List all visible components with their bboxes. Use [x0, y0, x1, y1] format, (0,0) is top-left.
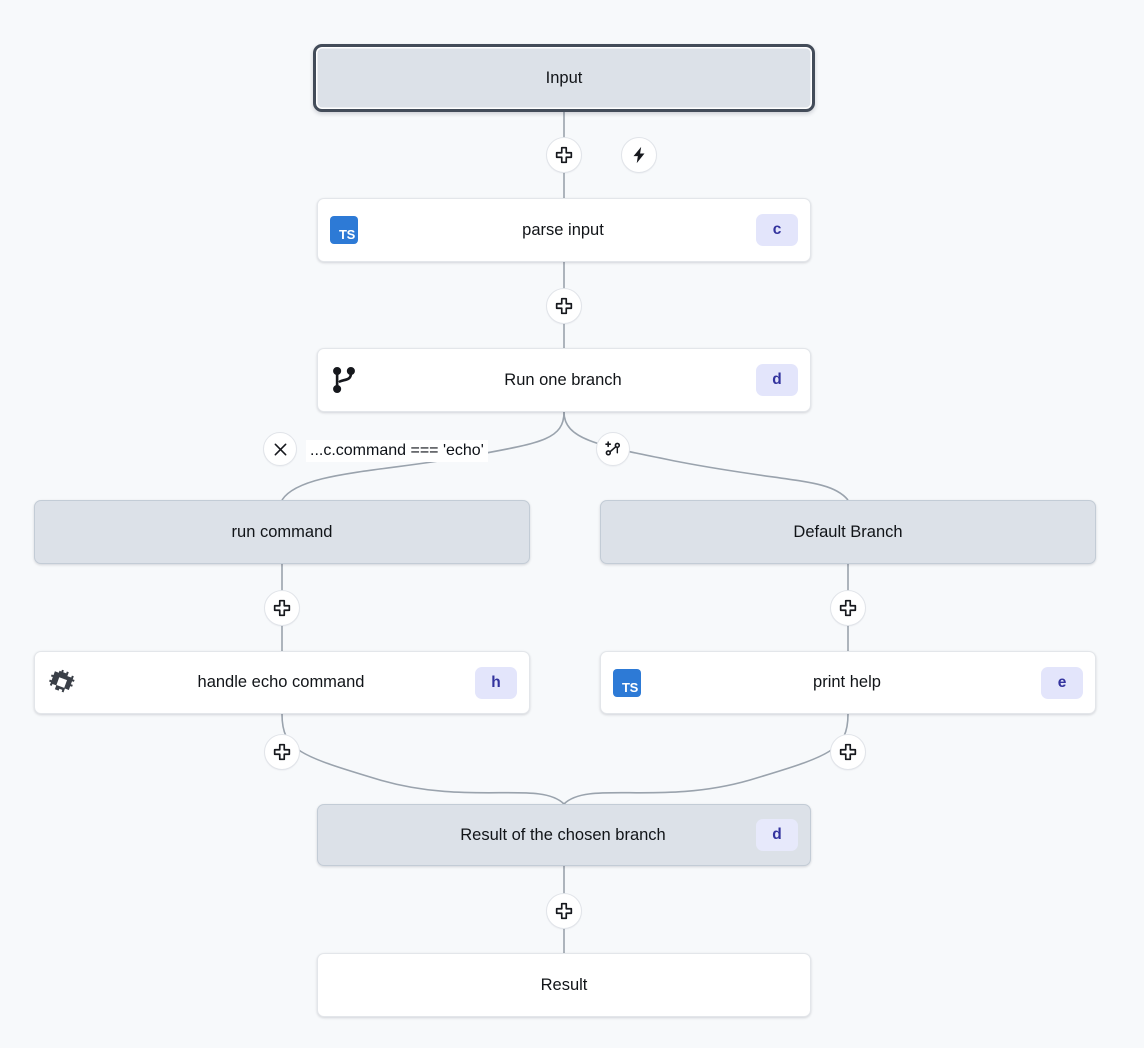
- node-handle-echo-command-badge[interactable]: h: [475, 666, 517, 699]
- node-run-one-branch-badge[interactable]: d: [756, 364, 798, 396]
- add-step-button-runcmd-handleecho[interactable]: [264, 590, 300, 626]
- branch-condition-label: ...c.command === 'echo': [306, 440, 488, 462]
- node-default-branch-label: Default Branch: [793, 522, 903, 541]
- edge-printhelp-result: [563, 713, 849, 805]
- plus-icon: [273, 743, 291, 761]
- edge-handleecho-result: [281, 713, 565, 805]
- plus-icon: [839, 599, 857, 617]
- node-result-of-chosen-branch-badge[interactable]: d: [756, 819, 798, 851]
- node-run-command-label: run command: [231, 522, 333, 541]
- lightning-icon: [633, 146, 645, 164]
- add-branch-icon: [605, 441, 621, 456]
- typescript-icon: TS: [318, 216, 370, 244]
- node-handle-echo-command-label: handle echo command: [197, 673, 365, 691]
- typescript-icon: TS: [601, 668, 653, 697]
- plus-icon: [273, 599, 291, 617]
- node-result[interactable]: Result: [317, 953, 811, 1017]
- add-step-button-printhelp-result[interactable]: [830, 734, 866, 770]
- add-step-button-parse-branch[interactable]: [546, 288, 582, 324]
- typescript-logo-label: TS: [330, 216, 358, 244]
- puzzle-glyph: [49, 669, 75, 692]
- node-parse-input[interactable]: TS parse input c: [317, 198, 811, 262]
- add-step-button-handleecho-result[interactable]: [264, 734, 300, 770]
- add-step-button-default-printhelp[interactable]: [830, 590, 866, 626]
- delete-branch-button[interactable]: [263, 432, 297, 466]
- node-run-command[interactable]: run command: [34, 500, 530, 564]
- plus-icon: [555, 146, 573, 164]
- node-print-help[interactable]: TS print help e: [600, 651, 1096, 714]
- node-handle-echo-command[interactable]: handle echo command h: [34, 651, 530, 714]
- git-branch-glyph: [333, 366, 355, 394]
- add-step-button-input-parse[interactable]: [546, 137, 582, 173]
- plus-icon: [555, 297, 573, 315]
- git-branch-icon: [318, 365, 370, 395]
- node-result-of-chosen-branch[interactable]: Result of the chosen branch d: [317, 804, 811, 866]
- add-step-button-result1-result2[interactable]: [546, 893, 582, 929]
- plus-icon: [839, 743, 857, 761]
- node-print-help-badge[interactable]: e: [1041, 666, 1083, 699]
- node-input[interactable]: Input: [313, 44, 815, 112]
- node-parse-input-badge[interactable]: c: [756, 214, 798, 246]
- node-default-branch[interactable]: Default Branch: [600, 500, 1096, 564]
- plus-icon: [555, 902, 573, 920]
- puzzle-icon: [35, 667, 87, 699]
- node-parse-input-label: parse input: [522, 220, 604, 239]
- add-branch-button[interactable]: [596, 432, 630, 466]
- trigger-button[interactable]: [621, 137, 657, 173]
- node-print-help-label: print help: [813, 673, 881, 691]
- close-icon: [274, 443, 286, 455]
- node-run-one-branch-label: Run one branch: [504, 370, 622, 389]
- node-run-one-branch[interactable]: Run one branch d: [317, 348, 811, 412]
- typescript-logo-label: TS: [613, 668, 641, 697]
- node-input-label: Input: [545, 68, 583, 87]
- node-result-label: Result: [540, 975, 588, 994]
- node-result-of-chosen-branch-label: Result of the chosen branch: [460, 825, 666, 844]
